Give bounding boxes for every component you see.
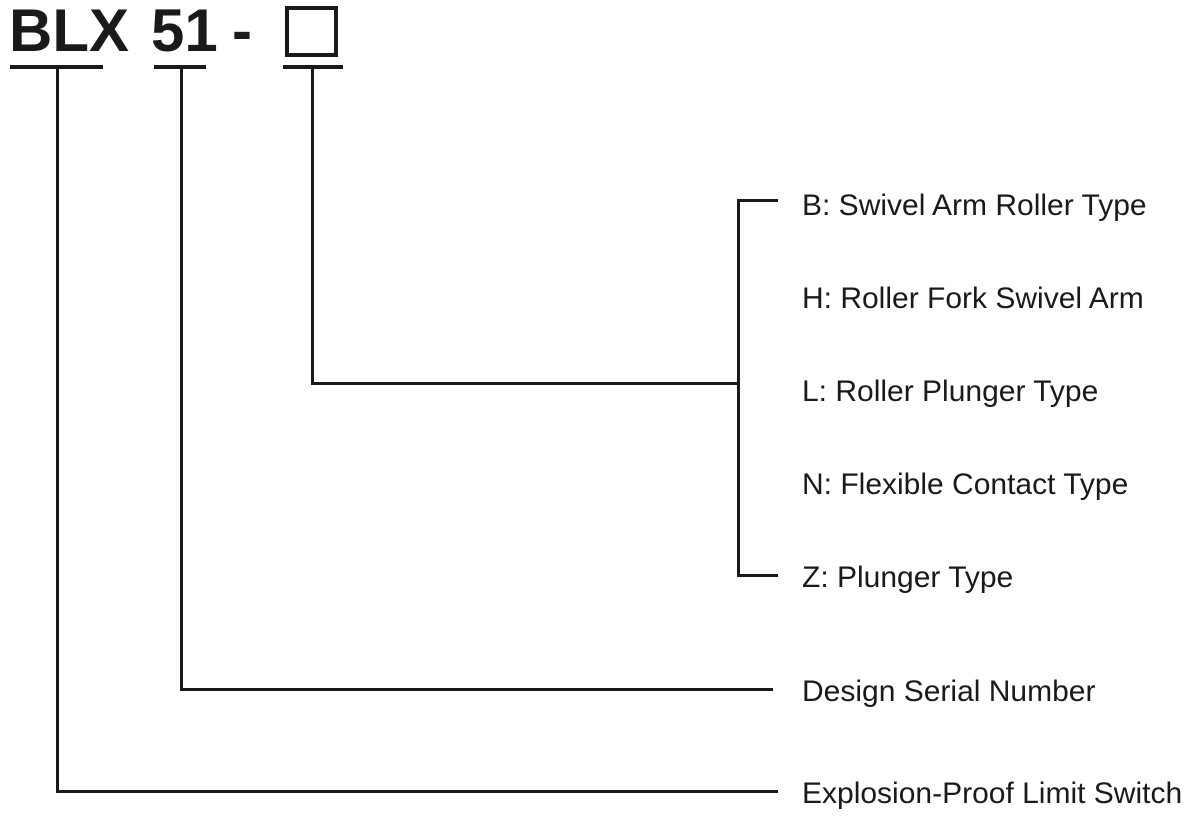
design-serial-number-label: Design Serial Number xyxy=(802,675,1096,708)
connector-line-prefix-horizontal xyxy=(56,790,778,793)
actuator-type-label-z: Z: Plunger Type xyxy=(802,561,1014,594)
type-list-bracket-tick-top xyxy=(737,199,778,202)
connector-line-placeholder-vertical xyxy=(311,67,314,385)
actuator-type-label-n: N: Flexible Contact Type xyxy=(802,468,1129,501)
explosion-proof-limit-switch-label: Explosion-Proof Limit Switch xyxy=(802,777,1183,810)
model-separator: - xyxy=(232,0,252,64)
connector-line-prefix-vertical xyxy=(56,67,59,793)
model-prefix: BLX xyxy=(9,0,129,64)
model-series-number: 51 xyxy=(151,0,218,64)
actuator-type-label-b: B: Swivel Arm Roller Type xyxy=(802,189,1147,222)
connector-line-series-horizontal xyxy=(180,688,773,691)
connector-line-placeholder-horizontal xyxy=(311,382,740,385)
type-list-bracket-tick-bottom xyxy=(737,574,778,577)
type-code-placeholder-box xyxy=(285,6,338,57)
actuator-type-label-l: L: Roller Plunger Type xyxy=(802,375,1099,408)
connector-line-series-vertical xyxy=(180,67,183,691)
actuator-type-label-h: H: Roller Fork Swivel Arm xyxy=(802,282,1144,315)
type-list-bracket-spine xyxy=(737,199,740,577)
